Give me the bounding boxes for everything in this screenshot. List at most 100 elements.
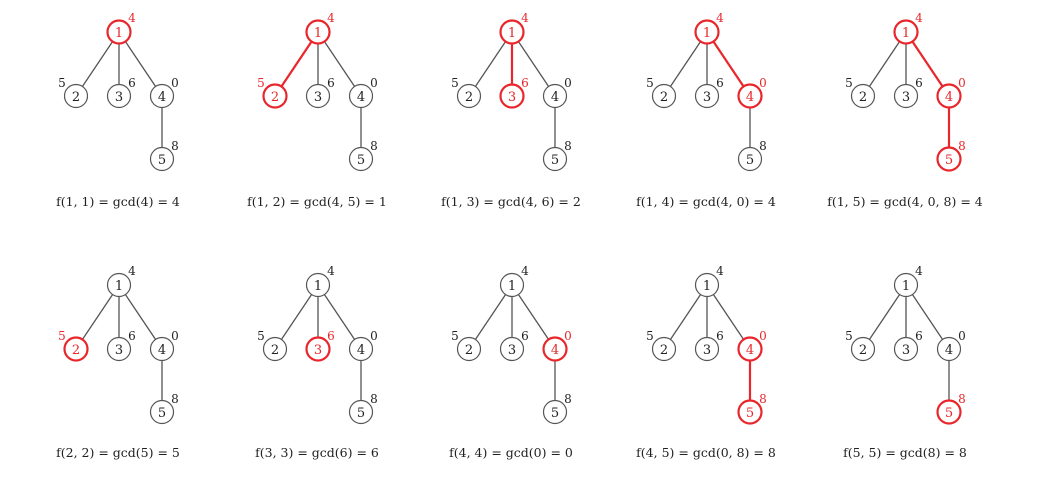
tree-node <box>149 399 175 425</box>
node-label: 5 <box>551 406 559 421</box>
tree-edge <box>280 40 313 88</box>
tree-node <box>737 83 763 109</box>
node-weight: 6 <box>128 329 136 343</box>
tree-node <box>63 336 89 362</box>
node-label: 2 <box>465 90 473 105</box>
tree-edge <box>517 41 550 87</box>
node-weight: 6 <box>128 76 136 90</box>
node-label: 2 <box>271 343 279 358</box>
tree-node <box>456 83 482 109</box>
tree-node <box>936 336 962 362</box>
node-weight: 5 <box>845 329 853 343</box>
tree-edge <box>669 294 702 340</box>
tree-node <box>63 83 89 109</box>
node-label: 1 <box>508 26 516 41</box>
node-label: 1 <box>115 279 123 294</box>
node-label: 5 <box>945 406 953 421</box>
tree-node <box>936 146 962 172</box>
tree-edge <box>474 41 507 87</box>
node-label: 1 <box>314 26 322 41</box>
node-label: 1 <box>508 279 516 294</box>
node-weight: 8 <box>564 392 572 406</box>
node-label: 1 <box>703 26 711 41</box>
node-weight: 8 <box>958 139 966 153</box>
tree-node <box>348 399 374 425</box>
node-label: 4 <box>945 90 953 105</box>
tree-node <box>106 272 132 298</box>
tree-node <box>305 336 331 362</box>
node-weight: 4 <box>716 11 724 25</box>
tree-node <box>694 19 720 45</box>
node-weight: 5 <box>646 329 654 343</box>
gcd-formula: f(1, 3) = gcd(4, 6) = 2 <box>441 194 581 209</box>
node-weight: 8 <box>564 139 572 153</box>
node-label: 5 <box>746 406 754 421</box>
gcd-formula: f(1, 4) = gcd(4, 0) = 4 <box>636 194 776 209</box>
tree-edge <box>868 41 901 87</box>
node-label: 4 <box>551 90 559 105</box>
node-label: 3 <box>508 90 516 105</box>
node-weight: 0 <box>171 329 179 343</box>
node-weight: 5 <box>451 76 459 90</box>
tree-edge <box>81 41 114 87</box>
node-label: 4 <box>158 343 166 358</box>
node-weight: 4 <box>915 11 923 25</box>
node-weight: 0 <box>370 76 378 90</box>
node-label: 1 <box>902 26 910 41</box>
tree-edge <box>911 40 944 88</box>
tree-edge <box>323 294 356 340</box>
node-label: 2 <box>859 90 867 105</box>
tree-node <box>850 83 876 109</box>
node-label: 1 <box>703 279 711 294</box>
tree-edge <box>669 41 702 87</box>
tree-edge <box>280 294 313 340</box>
node-weight: 5 <box>257 329 265 343</box>
gcd-formula: f(1, 1) = gcd(4) = 4 <box>56 194 180 209</box>
node-label: 4 <box>158 90 166 105</box>
node-label: 5 <box>158 153 166 168</box>
tree-node <box>936 399 962 425</box>
node-label: 2 <box>660 343 668 358</box>
tree-node <box>737 146 763 172</box>
tree-node <box>893 83 919 109</box>
node-label: 3 <box>703 343 711 358</box>
gcd-formula: f(3, 3) = gcd(6) = 6 <box>255 445 379 460</box>
node-label: 2 <box>72 90 80 105</box>
node-weight: 5 <box>845 76 853 90</box>
node-label: 3 <box>314 343 322 358</box>
tree-edge <box>911 294 944 340</box>
tree-node <box>149 336 175 362</box>
tree-node <box>893 19 919 45</box>
node-weight: 8 <box>370 139 378 153</box>
tree-node <box>499 19 525 45</box>
node-label: 1 <box>314 279 322 294</box>
node-weight: 6 <box>915 76 923 90</box>
tree-edge <box>81 294 114 340</box>
node-label: 3 <box>314 90 322 105</box>
node-label: 4 <box>746 343 754 358</box>
node-weight: 0 <box>958 329 966 343</box>
node-label: 2 <box>271 90 279 105</box>
gcd-formula: f(4, 4) = gcd(0) = 0 <box>449 445 573 460</box>
node-weight: 6 <box>915 329 923 343</box>
tree-node <box>106 336 132 362</box>
tree-node <box>694 336 720 362</box>
node-weight: 0 <box>759 329 767 343</box>
gcd-formula: f(5, 5) = gcd(8) = 8 <box>843 445 967 460</box>
tree-node <box>305 83 331 109</box>
tree-node <box>893 272 919 298</box>
node-weight: 0 <box>958 76 966 90</box>
node-label: 5 <box>945 153 953 168</box>
node-weight: 6 <box>327 329 335 343</box>
node-weight: 6 <box>521 76 529 90</box>
node-weight: 5 <box>58 329 66 343</box>
tree-node <box>893 336 919 362</box>
